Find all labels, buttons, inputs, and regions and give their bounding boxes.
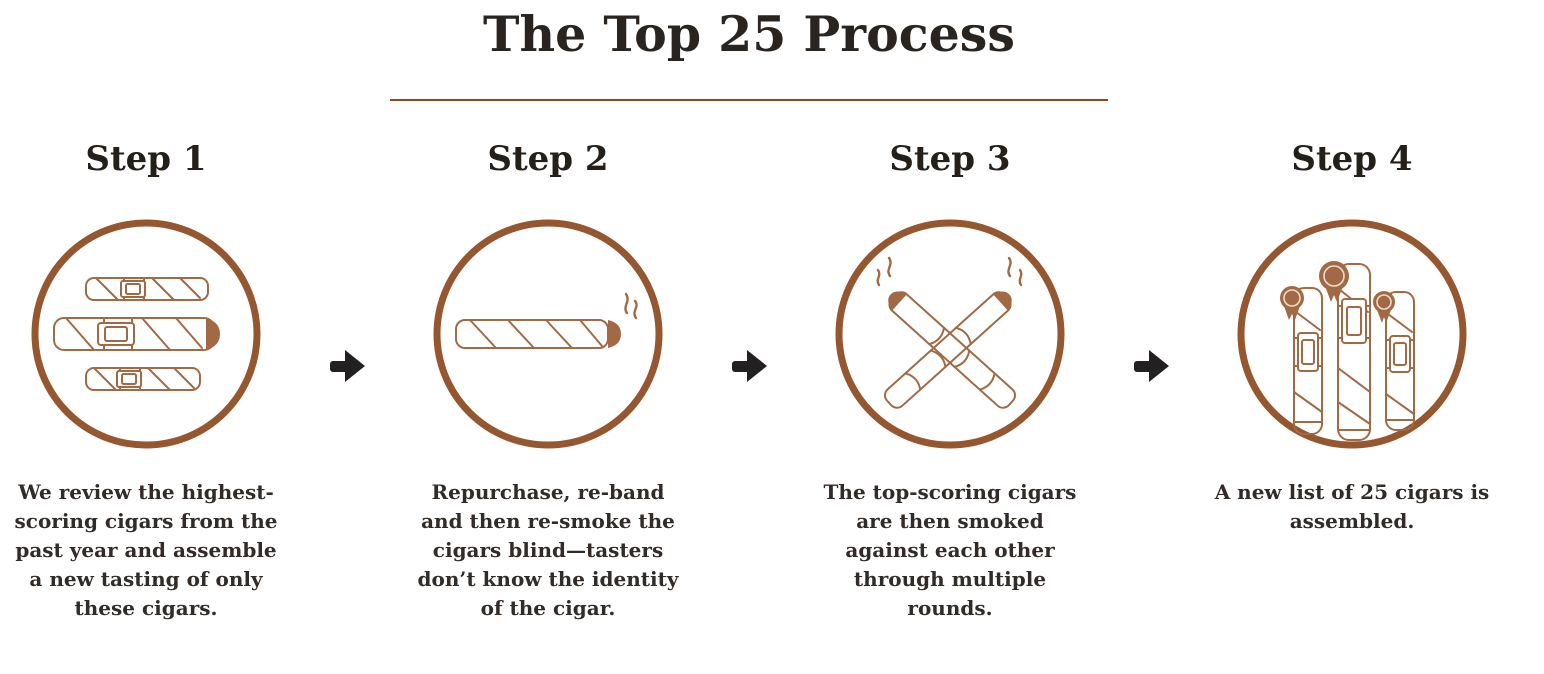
step-1-title: Step 1 <box>85 139 207 179</box>
ranked-cigars-icon <box>1234 216 1470 452</box>
step-3-column: Step 3 <box>810 138 1090 623</box>
arrow-right-icon <box>286 350 408 623</box>
step-4-column: Step 4 <box>1212 138 1492 623</box>
step-3-description: The top-scoring cigars are then smoked a… <box>823 480 1077 620</box>
step-2-column: Step 2 <box>408 138 688 623</box>
step-4-title: Step 4 <box>1291 139 1413 179</box>
step-2-title: Step 2 <box>487 139 609 179</box>
lit-cigar-icon <box>430 216 666 452</box>
arrow-right-icon <box>688 350 810 623</box>
top25-process-infographic: The Top 25 Process Step 1 <box>0 6 1492 623</box>
arrow-right-icon <box>1090 350 1212 623</box>
page-title: The Top 25 Process <box>483 5 1015 63</box>
step-1-column: Step 1 <box>6 138 286 623</box>
step-1-description: We review the highest- scoring cigars fr… <box>14 480 278 620</box>
step-4-description: A new list of 25 cigars is assembled. <box>1214 480 1490 533</box>
step-3-title: Step 3 <box>889 139 1011 179</box>
stacked-cigars-icon <box>28 216 264 452</box>
crossed-cigars-icon <box>832 216 1068 452</box>
step-2-description: Repurchase, re-band and then re-smoke th… <box>417 480 679 620</box>
steps-row: Step 1 <box>6 138 1492 623</box>
title-divider <box>390 99 1108 101</box>
